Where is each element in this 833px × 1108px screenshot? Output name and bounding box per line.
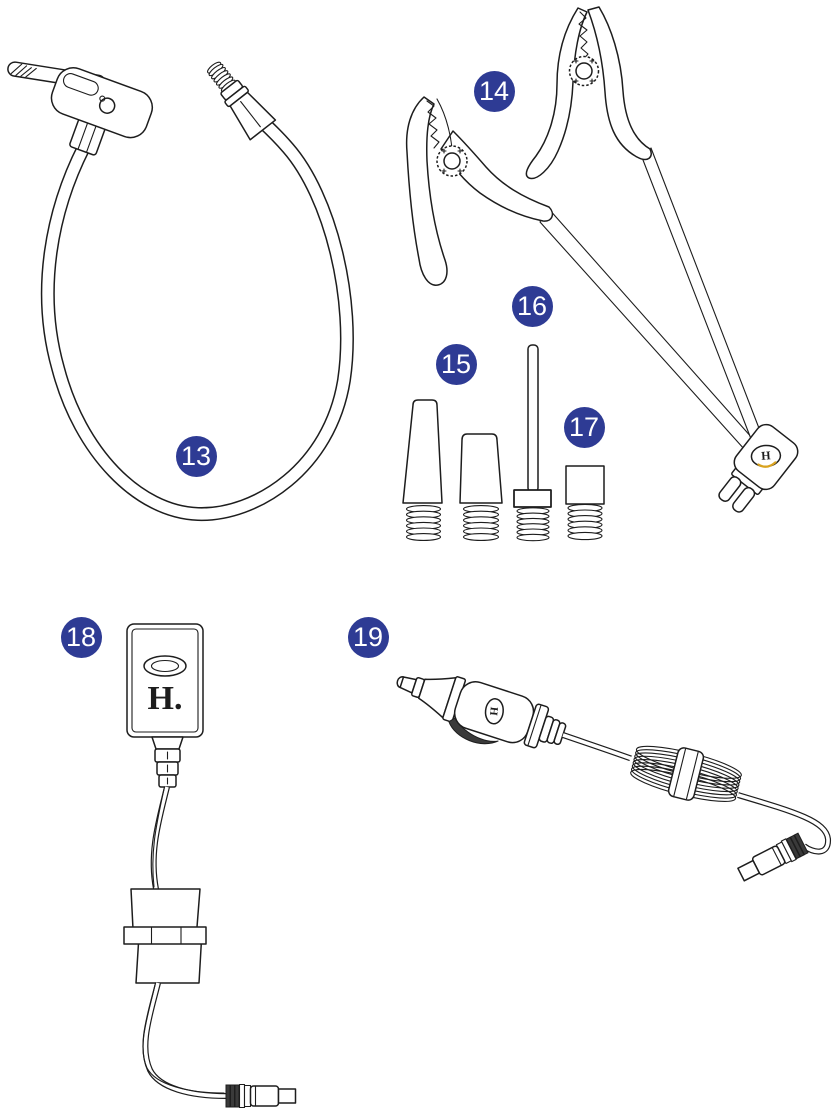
clamp-connector: H [718,423,799,513]
adapter-dc-plug [225,1083,297,1108]
callout-badge-14: 14 [473,70,515,112]
clamp-connector-logo: H [761,448,772,463]
callout-badge-18: 18 [60,616,102,658]
car-charger-dc-plug [735,832,809,886]
car-charger: H [396,676,831,886]
clamp-right [525,6,652,180]
car-plug-logo: H [487,706,500,716]
callout-number: 18 [65,621,97,652]
battery-clamps: H [405,6,799,513]
knurled-adapter [565,465,605,541]
clamp-left [405,96,554,286]
callout-badge-17: 17 [563,406,605,448]
callout-number: 17 [568,411,600,442]
cone-adapter-small [459,433,503,541]
car-charger-plug: H [396,676,567,749]
callout-badge-13: 13 [175,435,217,477]
callout-number: 19 [352,621,384,652]
adapter-cable-coil [123,888,207,984]
adapter-body: H. [126,623,204,788]
car-charger-cable-coil [629,745,743,802]
adapter-logo: H. [148,680,183,717]
hose-chuck-head [50,67,154,156]
callout-number: 15 [440,348,472,379]
gold-swoosh-icon [757,461,777,468]
callout-number: 14 [478,75,510,106]
hose-threaded-connector [207,61,277,141]
cone-adapter-large [402,399,443,541]
callout-number: 13 [180,440,212,471]
needle-adapter [513,344,552,542]
callout-badge-19: 19 [347,616,389,658]
callout-number: 16 [516,290,548,321]
callout-badge-15: 15 [435,343,477,385]
callout-badge-16: 16 [511,285,553,327]
wall-adapter: H. [123,623,297,1108]
air-hose [7,61,354,522]
